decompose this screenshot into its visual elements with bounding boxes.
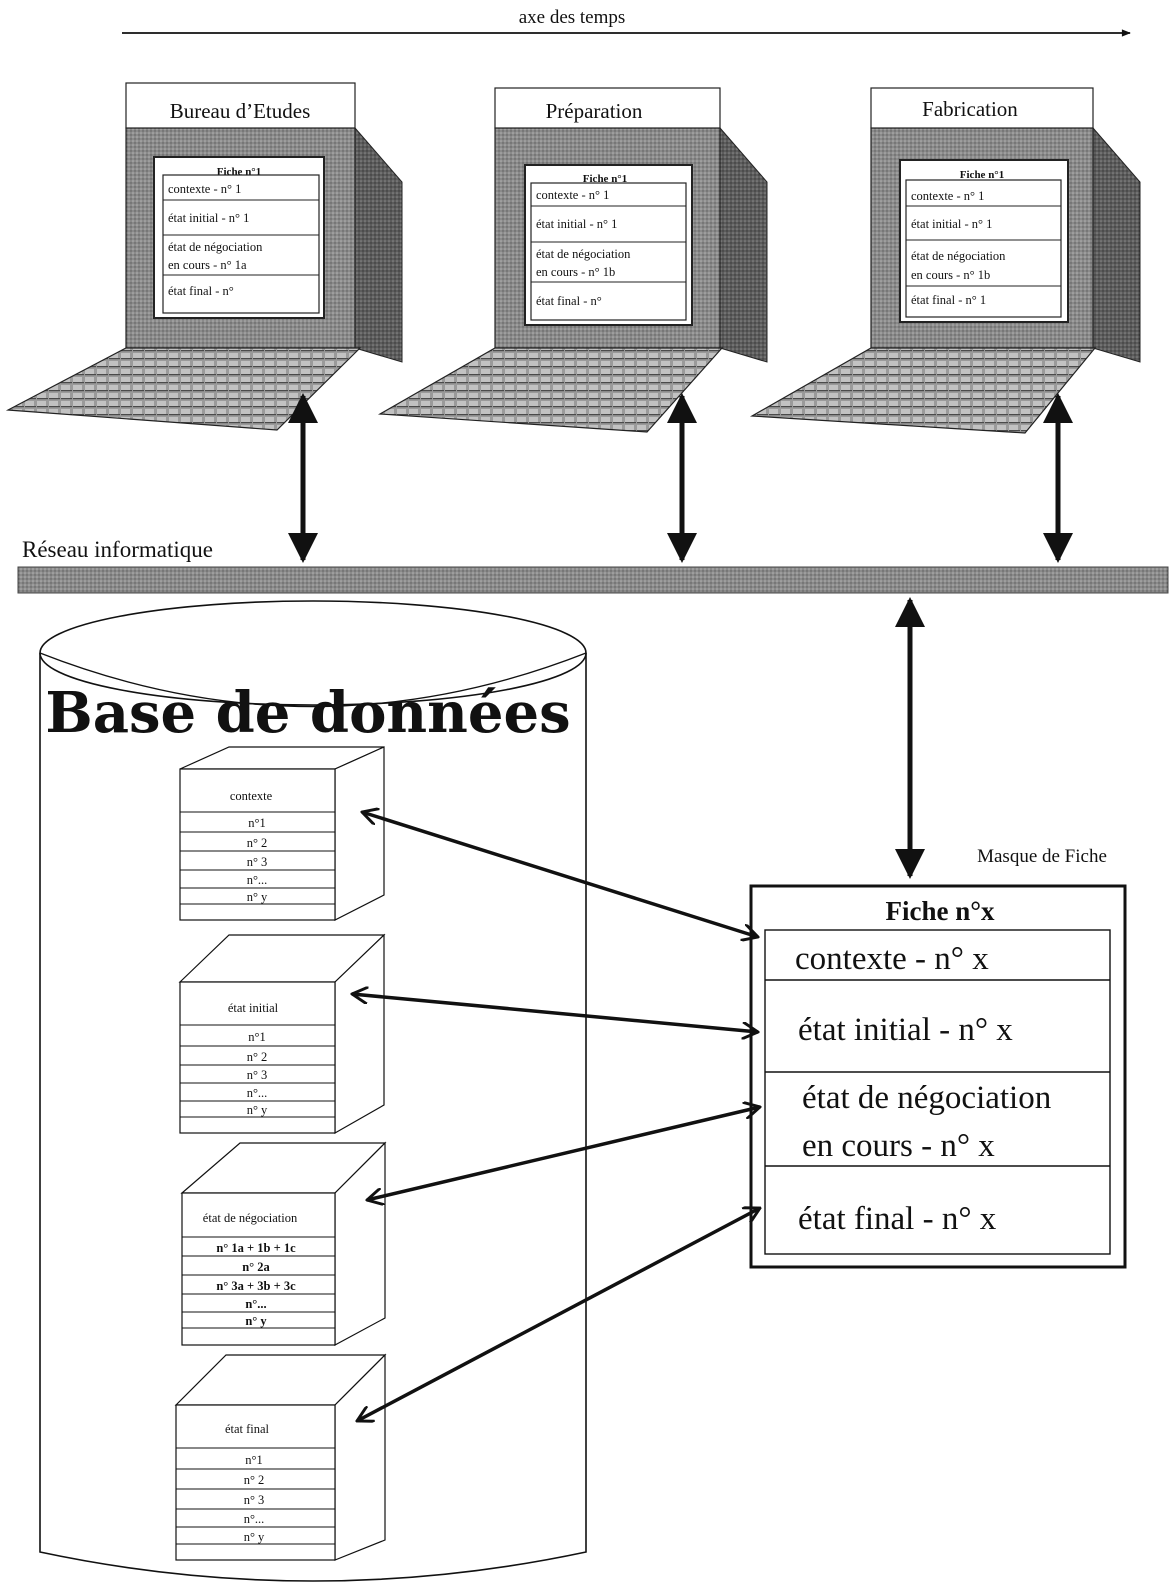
sheet-row-etat-initial: état initial - n° 1 <box>911 217 992 231</box>
sheet-row-negociation: état de négociation <box>911 249 1006 263</box>
workstation-bureau-etudes: Bureau d’Etudes Fiche n°1 contexte - n° … <box>5 82 403 431</box>
database-mask-links <box>352 812 760 1421</box>
mask-sheet-inner <box>764 929 1111 1255</box>
workstation-title-box <box>870 87 1094 129</box>
workstation-fabrication: Fabrication Fiche n°1 contexte - n° 1 ét… <box>749 87 1141 434</box>
table-row: n° y <box>244 1530 265 1544</box>
link-arrow-etat-initial <box>352 994 758 1032</box>
time-axis-label: axe des temps <box>519 7 626 28</box>
link-arrow-negociation <box>367 1107 760 1200</box>
link-arrow-contexte <box>362 812 758 937</box>
mask-row-etat-initial: état initial - n° x <box>798 1012 1013 1048</box>
mask-sheet: Masque de Fiche Fiche n°x contexte - n° … <box>749 846 1127 1269</box>
workstation-preparation: Préparation Fiche n°1 contexte - n° 1 ét… <box>377 87 768 433</box>
time-axis: axe des temps <box>122 7 1131 37</box>
network-links <box>288 393 1073 879</box>
workstation-title: Fabrication <box>922 97 1018 121</box>
table-row: n° 2 <box>244 1473 265 1487</box>
table-row: n° 3 <box>247 855 268 869</box>
table-row: n°1 <box>245 1453 263 1467</box>
database-title: Base de données <box>45 680 570 746</box>
link-arrow-etat-final <box>357 1208 760 1421</box>
table-row: n° 3 <box>247 1068 268 1082</box>
table-header: état initial <box>228 1001 279 1015</box>
sheet-row-en-cours: en cours - n° 1b <box>536 265 615 279</box>
workstation-title-box <box>125 82 356 129</box>
table-header: état de négociation <box>203 1211 298 1225</box>
sheet-row-contexte: contexte - n° 1 <box>911 189 984 203</box>
table-row: n° 2 <box>247 1050 268 1064</box>
mask-row-en-cours: en cours - n° x <box>802 1128 995 1164</box>
mask-row-contexte: contexte - n° x <box>795 941 989 977</box>
table-row: n° 3 <box>244 1493 265 1507</box>
table-row: n°... <box>245 1297 266 1311</box>
network-label: Réseau informatique <box>22 537 213 562</box>
sheet-row-contexte: contexte - n° 1 <box>536 188 609 202</box>
sheet-row-etat-final: état final - n° <box>168 284 234 298</box>
table-etat-initial: état initial n°1 n° 2 n° 3 n°... n° y <box>178 933 386 1135</box>
table-row: n°1 <box>248 1030 266 1044</box>
table-etat-negociation: état de négociation n° 1a + 1b + 1c n° 2… <box>180 1141 387 1347</box>
keyboard <box>5 347 362 431</box>
keyboard <box>749 347 1097 434</box>
sheet-row-negociation: état de négociation <box>536 247 631 261</box>
table-row: n° 2 <box>247 836 268 850</box>
network-bus <box>17 566 1169 594</box>
sheet-row-contexte: contexte - n° 1 <box>168 182 241 196</box>
keyboard <box>377 347 724 433</box>
sheet-title: Fiche n°1 <box>583 173 627 185</box>
table-header: contexte <box>230 789 273 803</box>
sheet-row-en-cours: en cours - n° 1a <box>168 258 247 272</box>
table-row: n°... <box>247 873 268 887</box>
table-row: n°1 <box>248 816 266 830</box>
workstation-title: Préparation <box>546 99 643 123</box>
table-row: n° 3a + 3b + 3c <box>216 1279 296 1293</box>
mask-sheet-title: Fiche n°x <box>885 896 995 926</box>
table-contexte: contexte n°1 n° 2 n° 3 n°... n° y <box>179 746 385 921</box>
table-row: n° y <box>247 890 268 904</box>
mask-row-negociation: état de négociation <box>802 1080 1051 1116</box>
table-row: n° y <box>245 1314 267 1328</box>
sheet-row-etat-final: état final - n° <box>536 294 602 308</box>
sheet <box>162 174 320 314</box>
workstation-title: Bureau d’Etudes <box>170 99 311 123</box>
mask-row-etat-final: état final - n° x <box>798 1201 997 1237</box>
sheet-row-etat-initial: état initial - n° 1 <box>168 211 249 225</box>
sheet-row-etat-initial: état initial - n° 1 <box>536 217 617 231</box>
sheet-row-en-cours: en cours - n° 1b <box>911 268 990 282</box>
table-row: n°... <box>244 1512 265 1526</box>
table-etat-final: état final n°1 n° 2 n° 3 n°... n° y <box>174 1353 387 1561</box>
sheet <box>905 179 1062 318</box>
table-header: état final <box>225 1422 270 1436</box>
sheet-row-negociation: état de négociation <box>168 240 263 254</box>
table-row: n°... <box>247 1086 268 1100</box>
sheet-row-etat-final: état final - n° 1 <box>911 293 986 307</box>
workstation-title-box <box>494 87 721 129</box>
table-row: n° 1a + 1b + 1c <box>216 1241 296 1255</box>
sheet-title: Fiche n°1 <box>960 169 1004 181</box>
table-row: n° 2a <box>242 1260 270 1274</box>
table-row: n° y <box>247 1103 268 1117</box>
mask-label: Masque de Fiche <box>977 846 1107 867</box>
